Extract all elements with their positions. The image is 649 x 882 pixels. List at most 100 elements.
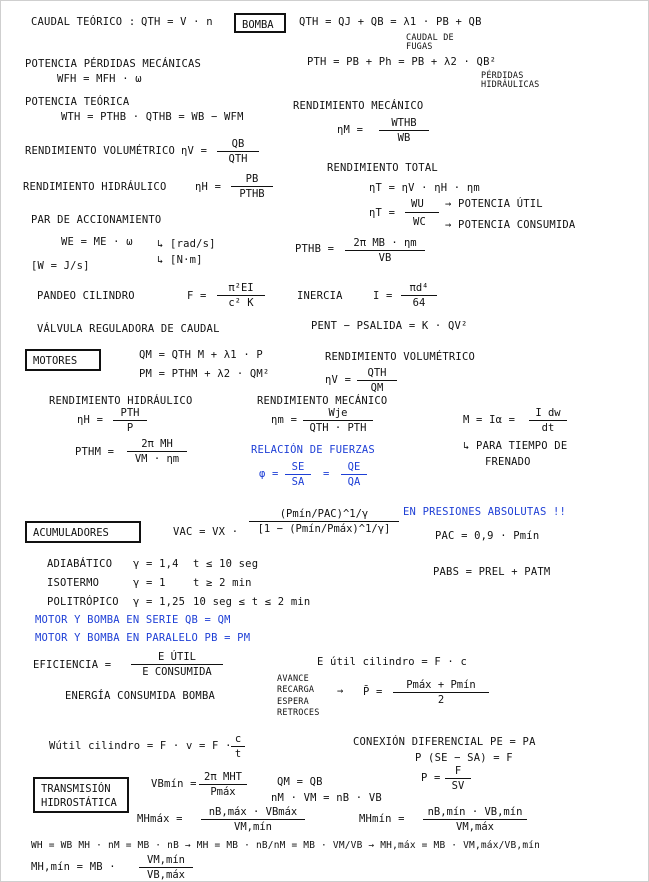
pandeo-den: c² K (228, 297, 254, 310)
rend-mecanico-label: RENDIMIENTO MECÁNICO (293, 100, 424, 112)
motores-rh-num: PTH (120, 407, 140, 419)
motores-rm-label: RENDIMIENTO MECÁNICO (257, 395, 388, 407)
potencia-perdidas-label: POTENCIA PÉRDIDAS MECÁNICAS (25, 58, 202, 70)
valvula-label: VÁLVULA REGULADORA DE CAUDAL (37, 323, 220, 335)
transmision-vb-fraction: 2π MHT Pmáx (199, 771, 247, 798)
rend-volumetrico-num: QB (231, 138, 245, 150)
pandeo-fraction: π²EI c² K (217, 282, 265, 309)
eficiencia-lhs: EFICIENCIA = (33, 659, 112, 671)
motores-ptm-fraction: 2π MH VM · ηm (127, 438, 187, 465)
acumuladores-pac: PAC = 0,9 · Pmín (435, 530, 540, 542)
relacion-fuerzas-label: RELACIÓN DE FUERZAS (251, 444, 375, 456)
eficiencia-pbar-num: Pmáx + Pmín (406, 679, 476, 691)
conexion-den: SV (451, 780, 465, 793)
rend-total-lhs: ηT = (369, 207, 396, 219)
motores-rv-label: RENDIMIENTO VOLUMÉTRICO (325, 351, 475, 363)
caudal-teorico-formula: QTH = V · n (141, 16, 213, 28)
rend-hidraulico-fraction: PB PTHB (231, 173, 273, 200)
motores-m-note2: FRENADO (485, 456, 531, 468)
motores-rh-den: P (126, 422, 134, 435)
rend-total-label: RENDIMIENTO TOTAL (327, 162, 438, 174)
transmision-mh-max-fraction: nB,máx · VBmáx VM,mín (201, 806, 305, 833)
transmision-label2: HIDROSTÁTICA (41, 797, 117, 809)
eficiencia-fase: AVANCE (277, 674, 309, 684)
motores-m-note1: ↳ PARA TIEMPO DE (463, 440, 568, 452)
rend-volumetrico-fraction: QB QTH (217, 138, 259, 165)
transmision-line2-den: VB,máx (147, 869, 185, 882)
motores-rm-fraction: Wje QTH · PTH (303, 407, 373, 434)
conexion-eq1: P (SE − SA) = F (415, 752, 513, 764)
bomba-note-perdidas: PÉRDIDAS HIDRÁULICAS (481, 71, 540, 91)
motores-eq2: PM = PTHM + λ2 · QM² (139, 368, 270, 380)
eficiencia-fase: RECARGA (277, 685, 315, 695)
motores-rm-den: QTH · PTH (309, 422, 367, 435)
transmision-mh-max-num: nB,máx · VBmáx (208, 806, 298, 818)
motores-m-num: I dw (535, 407, 561, 419)
acumuladores-row-gamma: γ = 1 (133, 577, 166, 589)
rend-total-eq1: ηT = ηV · ηH · ηm (369, 182, 480, 194)
par-accionamiento-unit-nm: ↳ [N·m] (157, 254, 203, 266)
rend-mecanico-den: WB (397, 132, 411, 145)
rend-hidraulico-label: RENDIMIENTO HIDRÁULICO (23, 181, 167, 193)
rend-mecanico-fraction: WTHB WB (379, 117, 429, 144)
eficiencia-fase: ESPERA (277, 697, 309, 707)
inercia-label: INERCIA (297, 290, 343, 302)
rend-hidraulico-lhs: ηH = (195, 181, 222, 193)
pthb-den: VB (378, 252, 392, 265)
acumuladores-row-name: ADIABÁTICO (47, 558, 113, 570)
motores-label: MOTORES (33, 355, 78, 367)
wutil-num: c (234, 733, 242, 745)
valvula-formula: PENT − PSALIDA = K · QV² (311, 320, 468, 332)
transmision-vb: VBmín = (151, 778, 197, 790)
acumuladores-pabs: PABS = PREL + PATM (433, 566, 551, 578)
pthb-lhs: PTHB = (295, 243, 335, 255)
conexion-fraction: F SV (445, 765, 471, 792)
acumuladores-row-gamma: γ = 1,25 (133, 596, 186, 608)
bomba-eq1: QTH = QJ + QB = λ1 · PB + QB (299, 16, 482, 28)
acumuladores-vac: VAC = VX · (173, 526, 239, 538)
acumuladores-note-blue: EN PRESIONES ABSOLUTAS !! (403, 506, 567, 518)
eficiencia-arrow: → (337, 685, 344, 697)
acumuladores-row-cond: 10 seg ≤ t ≤ 2 min (193, 596, 311, 608)
transmision-vb-den: Pmáx (210, 786, 236, 799)
motores-m-fraction: I dw dt (529, 407, 567, 434)
par-accionamiento-note: [W = J/s] (31, 260, 90, 272)
pandeo-lhs: F = (187, 290, 207, 302)
eficiencia-pbar: P̄ = (363, 686, 383, 698)
motores-ptm-den: VM · ηm (134, 453, 180, 466)
transmision-eq1: QM = QB (277, 776, 323, 788)
rend-volumetrico-lhs: ηV = (181, 145, 208, 157)
acumuladores-fraction: (Pmín/PAC)^1/γ [1 − (Pmín/Pmáx)^1/γ] (249, 508, 399, 535)
transmision-line2-num: VM,mín (147, 854, 185, 866)
acumuladores-row-name: POLITRÓPICO (47, 596, 119, 608)
bomba-label: BOMBA (242, 19, 274, 31)
wutil-den: t (234, 748, 242, 761)
motores-box: MOTORES (25, 349, 101, 371)
rend-mecanico-lhs: ηM = (337, 124, 364, 136)
rend-total-arrow-consumida: → POTENCIA CONSUMIDA (445, 219, 576, 231)
relacion-fuerzas-d2: QA (347, 476, 361, 489)
acumuladores-den: [1 − (Pmín/Pmáx)^1/γ] (257, 523, 391, 536)
relacion-fuerzas-frac1: SE SA (285, 461, 311, 488)
motor-bomba-paralelo: MOTOR Y BOMBA EN PARALELO PB = PM (35, 632, 251, 644)
motores-eq1: QM = QTH M + λ1 · P (139, 349, 263, 361)
motores-m-den: dt (541, 422, 555, 435)
conexion-label: CONEXIÓN DIFERENCIAL PE = PA (353, 736, 536, 748)
pandeo-num: π²EI (228, 282, 254, 294)
inercia-lhs: I = (373, 290, 393, 302)
transmision-vb-num: 2π MHT (204, 771, 242, 783)
acumuladores-row-cond: t ≤ 10 seg (193, 558, 259, 570)
eficiencia-fraction: E ÚTIL E CONSUMIDA (131, 651, 223, 678)
motores-rm-num: Wje (328, 407, 348, 419)
acumuladores-num: (Pmín/PAC)^1/γ (279, 508, 369, 520)
acumuladores-row-gamma: γ = 1,4 (133, 558, 179, 570)
eficiencia-pbar-den: 2 (437, 694, 445, 707)
acumuladores-label: ACUMULADORES (33, 527, 109, 539)
par-accionamiento-unit-rad: ↳ [rad/s] (157, 238, 216, 250)
rend-volumetrico-label: RENDIMIENTO VOLUMÉTRICO (25, 145, 175, 157)
relacion-fuerzas-frac2: QE QA (341, 461, 367, 488)
eficiencia-num: E ÚTIL (158, 651, 196, 663)
motores-rv-den: QM (370, 382, 384, 395)
motores-rv-fraction: QTH QM (357, 367, 397, 394)
